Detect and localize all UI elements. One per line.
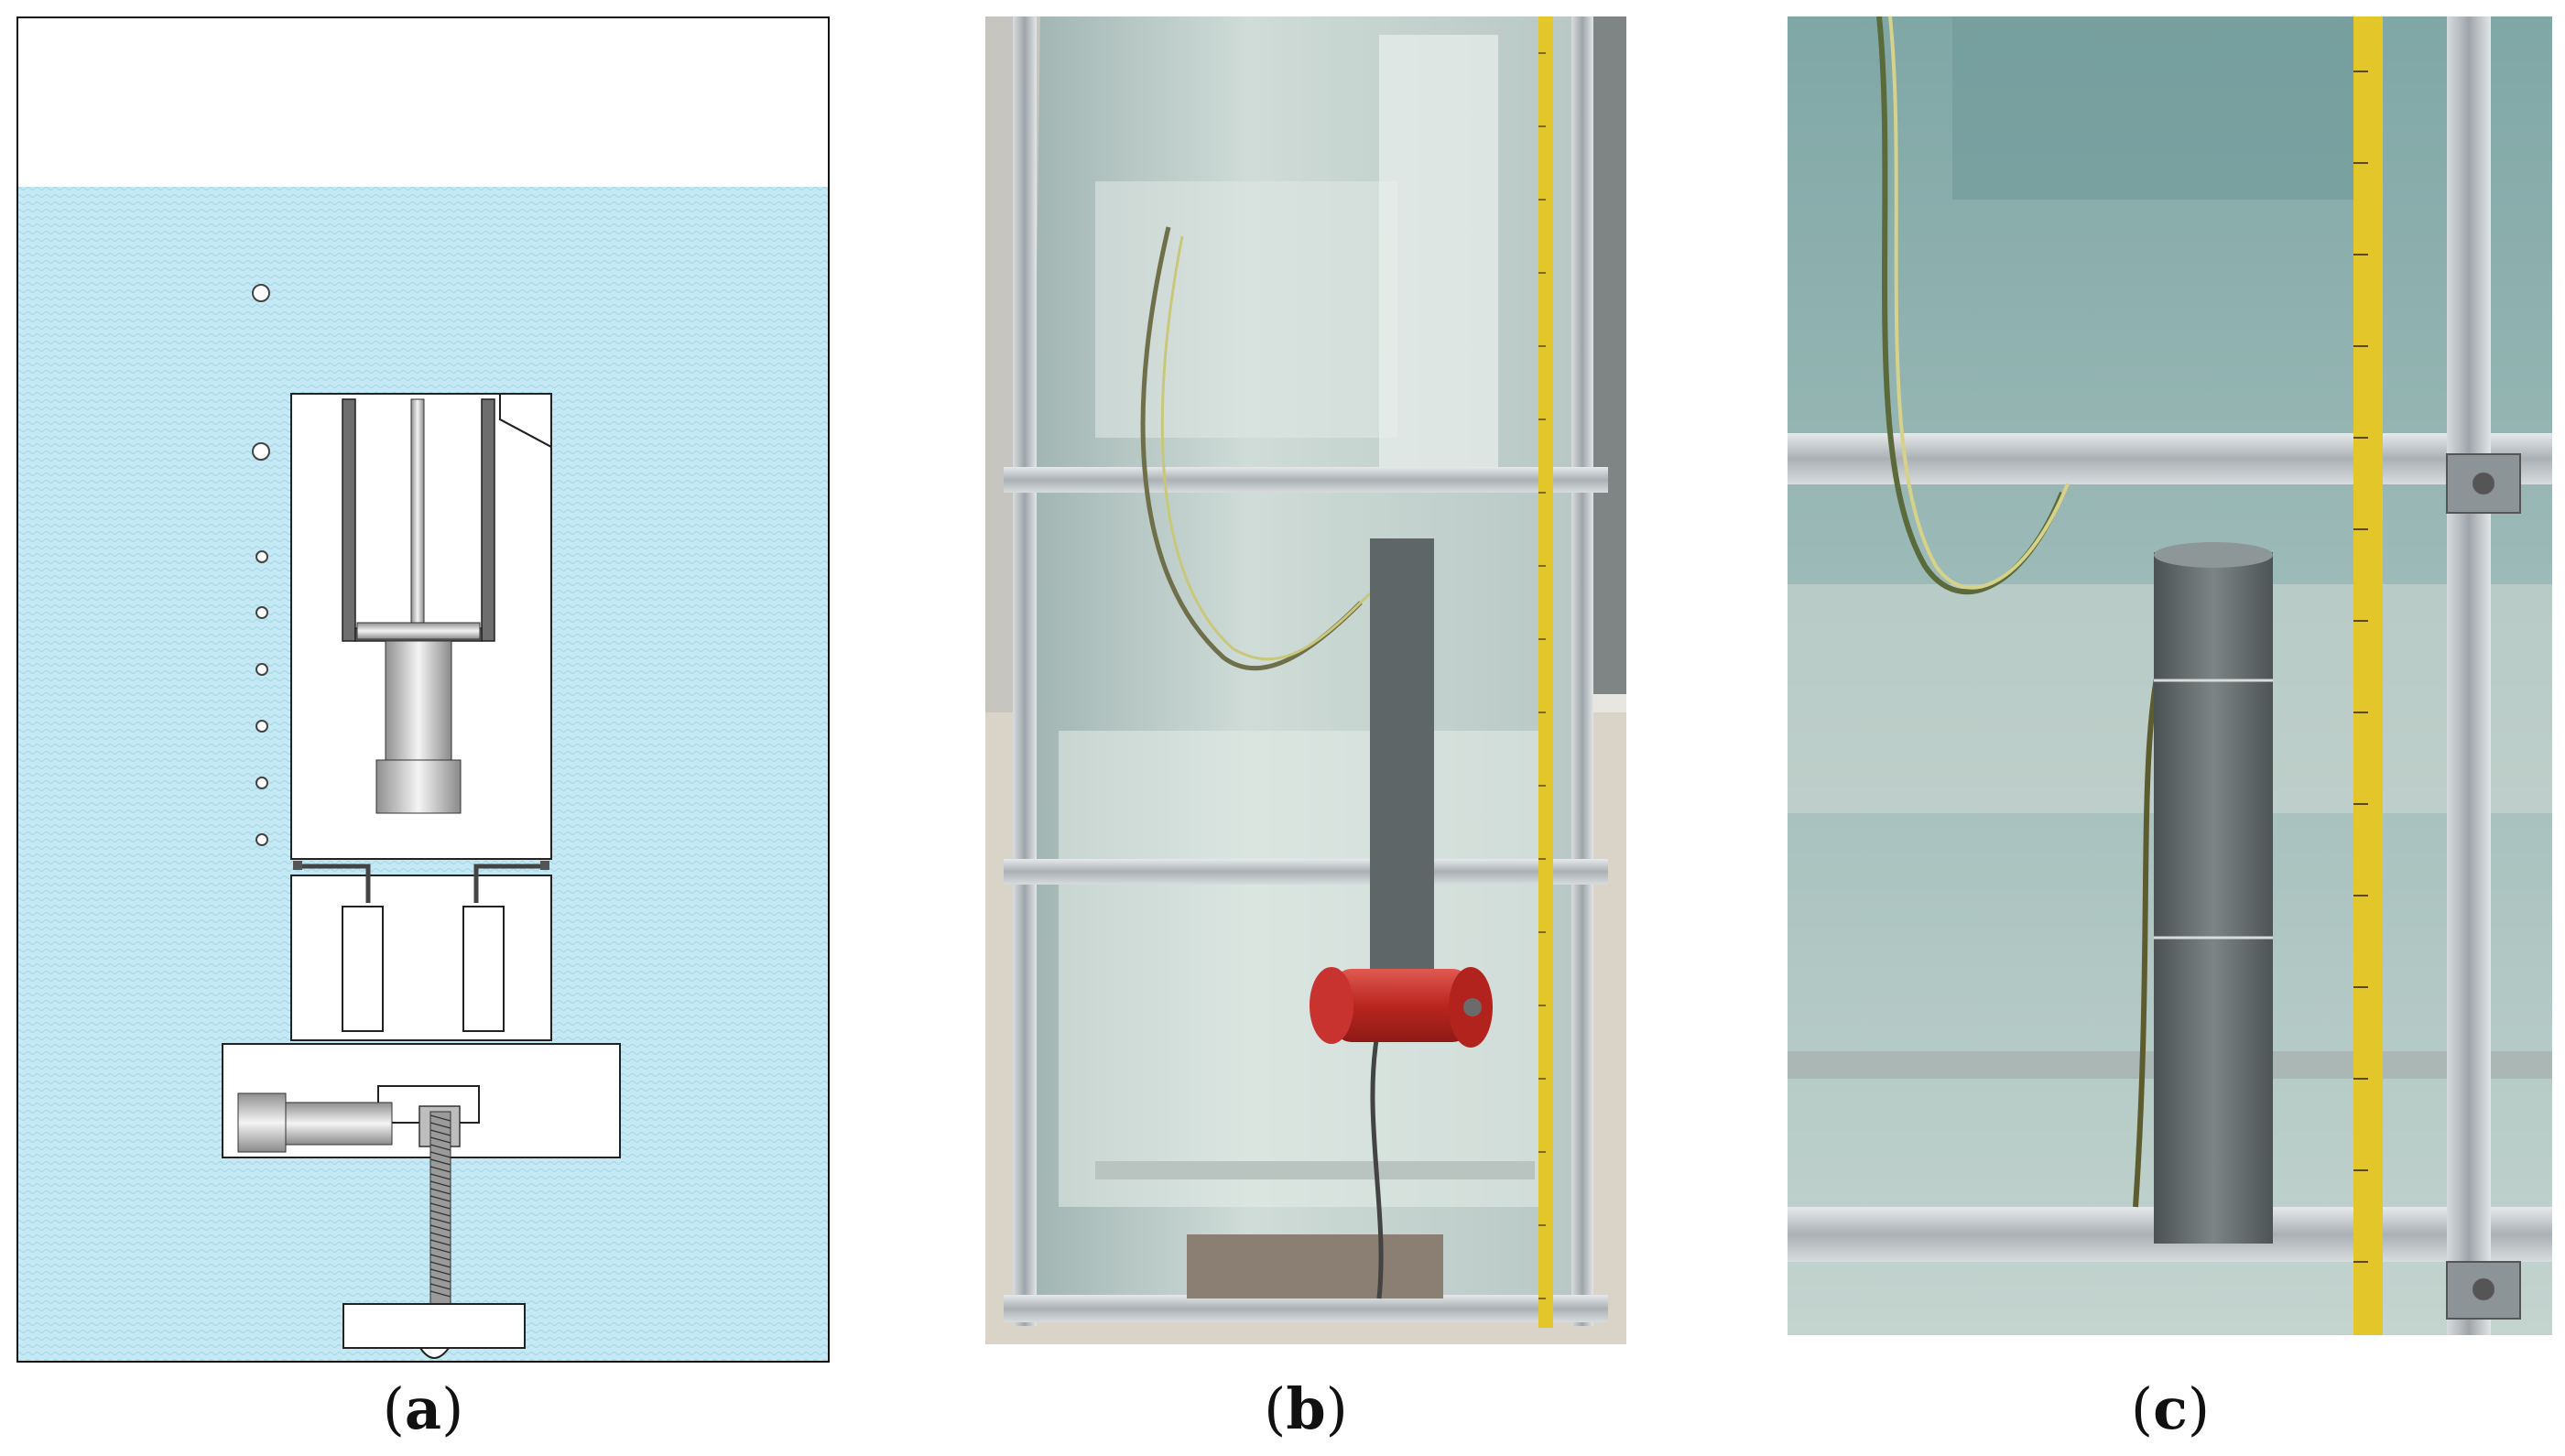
caption-paren-open: ( (382, 1375, 405, 1442)
chamber-wall-right (481, 398, 495, 642)
lead-screw (429, 1111, 451, 1305)
schematic-svg (16, 16, 830, 1363)
frame-rail-lower (1004, 859, 1608, 885)
photo-closeup (1788, 16, 2552, 1335)
frame-rail-base (1004, 1295, 1608, 1322)
bubble (255, 550, 268, 563)
caption-paren-close: ) (1325, 1375, 1348, 1442)
anchor-foot (342, 1303, 526, 1359)
bubble (255, 606, 268, 619)
closeup-rail-upper (1788, 433, 2552, 484)
piston-weight (375, 759, 462, 814)
upper-housing (290, 393, 552, 860)
red-device-cap-left (1310, 967, 1353, 1044)
frame-bracket-lower (2446, 1261, 2521, 1320)
bubbles (252, 284, 270, 846)
motor-cap (237, 1092, 287, 1153)
bubble (255, 777, 268, 789)
sensor-right (462, 906, 505, 1032)
caption-letter: b (1286, 1375, 1326, 1442)
piston-head (356, 622, 481, 640)
bubble (252, 284, 270, 302)
photo-tank-overview (985, 16, 1626, 1344)
bubble (255, 720, 268, 733)
photo-c-svg (1788, 16, 2552, 1335)
caption-letter: c (2153, 1375, 2188, 1442)
frame-post-right (1571, 16, 1593, 1326)
bottom-grate (1095, 1161, 1535, 1179)
chamber-wall-left (342, 398, 356, 642)
closeup-measuring-tape (2353, 16, 2383, 1335)
red-device-body (1333, 969, 1471, 1042)
caption-paren-close: ) (2187, 1375, 2211, 1442)
caption-b: (b) (1214, 1375, 1397, 1442)
measuring-tape (1538, 16, 1553, 1328)
bubble (255, 663, 268, 676)
closeup-pvc-pipe (2154, 552, 2273, 1244)
bubble (252, 442, 270, 461)
motor-body (285, 1102, 393, 1146)
piston-rod (410, 398, 425, 624)
piston-shaft (385, 640, 452, 761)
bubble (255, 833, 268, 846)
base-plate (222, 1043, 621, 1158)
closeup-frame-post (2447, 16, 2491, 1335)
bubble-plume (1379, 35, 1498, 474)
caption-paren-open: ( (2130, 1375, 2154, 1442)
caption-c: (c) (2079, 1375, 2262, 1442)
frame-rail-upper (1004, 467, 1608, 493)
frame-post-left (1013, 16, 1037, 1326)
sensor-left (342, 906, 384, 1032)
caption-paren-open: ( (1264, 1375, 1287, 1442)
bottom-plate (1187, 1234, 1443, 1298)
schematic-diagram (16, 16, 830, 1363)
photo-b-svg (985, 16, 1626, 1344)
pvc-pipe (1370, 538, 1434, 978)
caption-paren-close: ) (441, 1375, 464, 1442)
caption-letter: a (404, 1375, 442, 1442)
sensor-section (290, 861, 552, 1041)
caption-a: (a) (331, 1375, 515, 1442)
